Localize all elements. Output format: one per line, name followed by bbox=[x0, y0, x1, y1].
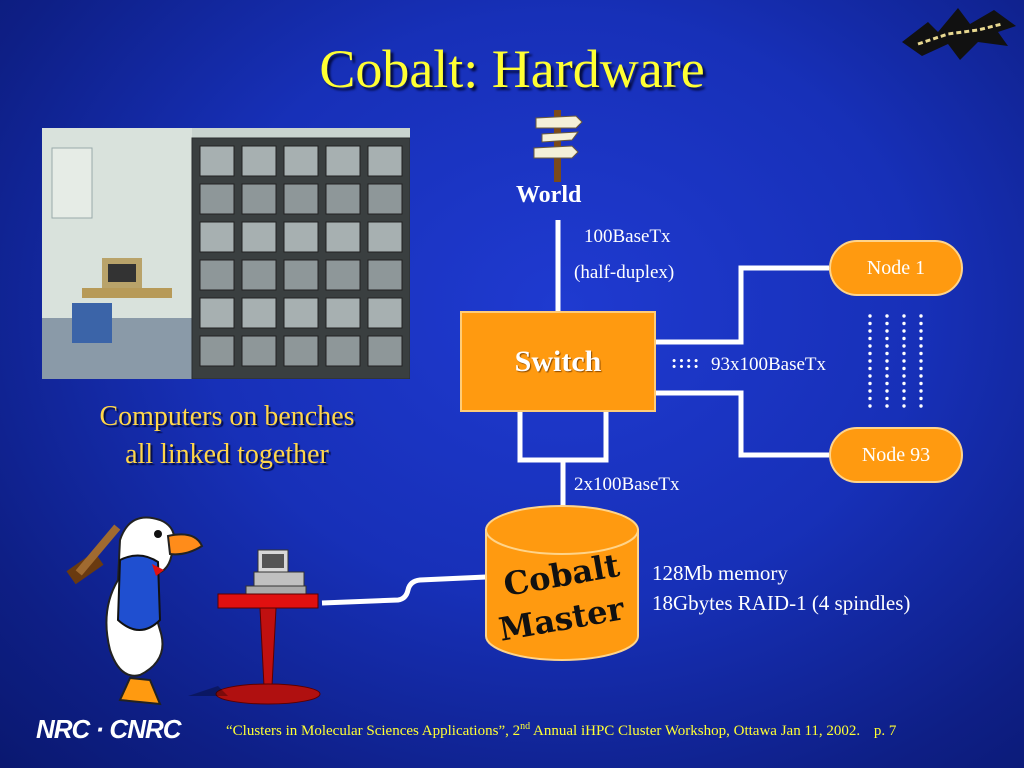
console-link-line bbox=[321, 574, 487, 606]
footer-text-rest: Annual iHPC Cluster Workshop, Ottawa Jan… bbox=[530, 723, 861, 739]
server-room-photo bbox=[42, 128, 410, 379]
slide-title: Cobalt: Hardware bbox=[319, 39, 705, 99]
footer-superscript: nd bbox=[520, 721, 531, 732]
cobalt-master-cylinder: Cobalt Master bbox=[485, 505, 639, 661]
master-storage-label: 18Gbytes RAID-1 (4 spindles) bbox=[652, 591, 911, 615]
master-link-loop bbox=[517, 412, 609, 463]
page-number: p. 7 bbox=[873, 723, 897, 739]
uplink-mode-label: (half-duplex) bbox=[574, 262, 675, 283]
uplink-speed-label: 100BaseTx bbox=[584, 226, 671, 247]
computer-on-table-illustration bbox=[188, 549, 321, 705]
decorative-logo-icon bbox=[902, 8, 1016, 60]
node-93-box: Node 93 bbox=[829, 427, 963, 483]
caption-line-2: all linked together bbox=[125, 439, 329, 470]
slide-footer: “Clusters in Molecular Sciences Applicat… bbox=[226, 721, 896, 740]
node-links-label: 93x100BaseTx bbox=[711, 354, 827, 375]
node-93-label: Node 93 bbox=[861, 443, 931, 466]
world-label: World bbox=[516, 182, 582, 208]
node-1-label: Node 1 bbox=[866, 256, 926, 279]
caption-line-1: Computers on benches bbox=[99, 401, 355, 432]
switch-label: Switch bbox=[514, 344, 602, 378]
node-1-box: Node 1 bbox=[829, 240, 963, 296]
duck-with-hammer-illustration bbox=[66, 516, 204, 706]
switch-box: Switch bbox=[460, 311, 656, 412]
node93-link-line bbox=[656, 390, 829, 458]
nrc-cnrc-logo: NRC · CNRC bbox=[36, 714, 182, 744]
photo-caption: Computers on benches all linked together bbox=[40, 398, 414, 474]
node-ellipsis-dots bbox=[868, 314, 923, 408]
master-links-label: 2x100BaseTx bbox=[574, 474, 680, 495]
signpost-icon bbox=[533, 110, 583, 182]
node1-link-line bbox=[656, 265, 829, 345]
footer-text: “Clusters in Molecular Sciences Applicat… bbox=[226, 723, 521, 739]
master-memory-label: 128Mb memory bbox=[652, 561, 788, 585]
node-links-dots: :::: bbox=[671, 352, 701, 373]
